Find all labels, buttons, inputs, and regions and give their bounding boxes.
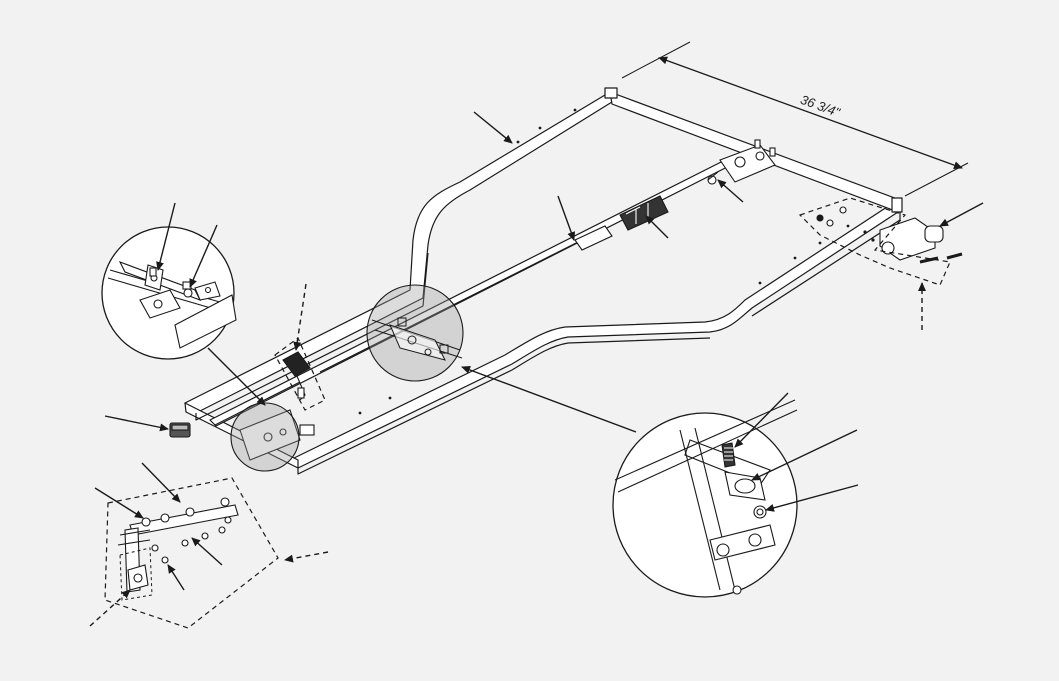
detail-leader-lines bbox=[207, 347, 637, 433]
callout-arrow-detail-bolt bbox=[156, 202, 176, 271]
detail-circle-upper-left bbox=[101, 226, 237, 360]
end-cap bbox=[891, 197, 903, 213]
callout-arrow-plate bbox=[141, 462, 181, 503]
callout-arrow-bolt bbox=[94, 487, 144, 519]
callout-arrow-spring bbox=[734, 392, 789, 448]
callout-arrow-caster bbox=[939, 202, 984, 227]
callout-arrow-assembly bbox=[284, 551, 329, 563]
end-cap bbox=[604, 87, 618, 99]
callout-arrow-washer-detail bbox=[765, 484, 859, 512]
gas-spring-dashed-box bbox=[274, 337, 326, 411]
frame-center-rail bbox=[209, 154, 742, 427]
callout-arrow-pin bbox=[717, 179, 744, 203]
callout-arrow-gas-spring bbox=[293, 283, 307, 351]
callout-arrow-clip bbox=[89, 589, 131, 627]
rear-hardware-dashed-box bbox=[798, 197, 951, 286]
callout-arrow-bracket bbox=[645, 215, 669, 239]
dimension-label-group: 36 3/4" bbox=[793, 86, 857, 126]
callout-arrow-center-rail bbox=[557, 195, 576, 241]
center-rail-bracket bbox=[574, 195, 669, 251]
front-end-cap bbox=[169, 422, 191, 438]
callout-arrows bbox=[89, 111, 984, 627]
lower-left-dashed-box bbox=[104, 477, 279, 629]
frame-holes bbox=[358, 108, 875, 415]
lower-left-hardware bbox=[117, 497, 239, 593]
frame-rail-face-3 bbox=[751, 212, 901, 317]
width-dimension bbox=[621, 41, 969, 197]
callout-arrow-nut bbox=[167, 564, 185, 591]
gas-spring bbox=[282, 351, 311, 401]
front-mechanism bbox=[239, 409, 315, 461]
frame-rail-face-2 bbox=[297, 337, 711, 475]
callout-arrow-end-cap bbox=[104, 415, 169, 432]
detail-circle-front bbox=[230, 402, 300, 472]
callout-arrow-detail-nut bbox=[189, 224, 218, 288]
detail-circle-lower-right bbox=[612, 399, 798, 598]
callout-arrow-rail bbox=[473, 111, 513, 144]
lower-left-inner-dashed-box bbox=[119, 547, 153, 601]
callout-arrow-bracket-detail bbox=[751, 429, 858, 481]
detail-circle-center bbox=[366, 284, 464, 382]
callout-arrow-washer bbox=[191, 537, 223, 566]
